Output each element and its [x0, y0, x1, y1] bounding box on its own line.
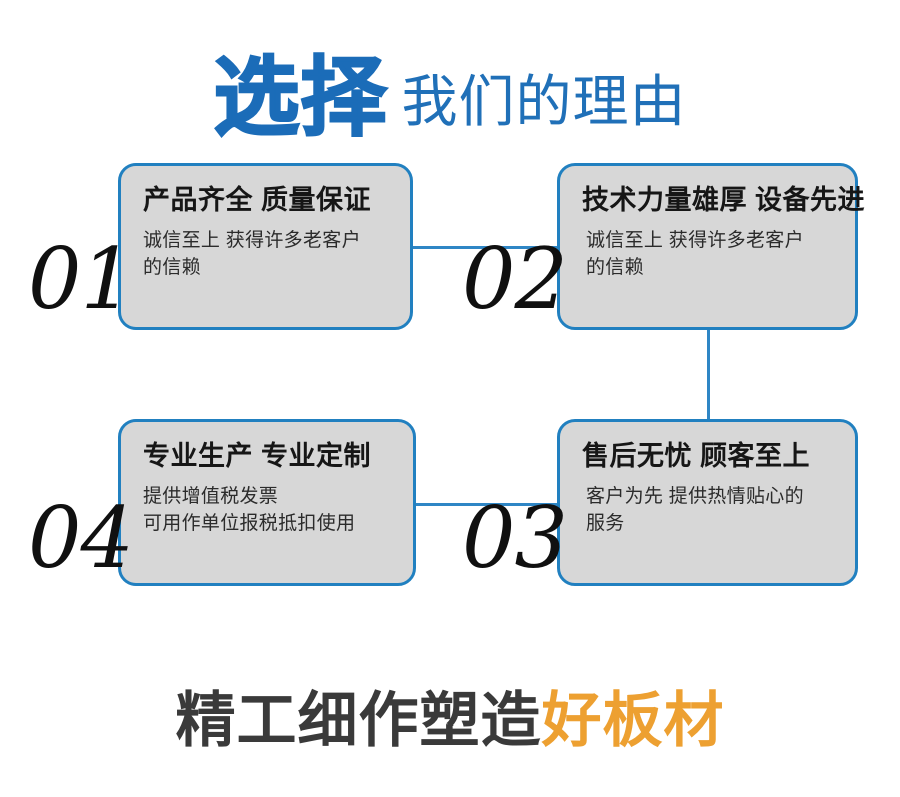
reason-card-01-title: 产品齐全 质量保证: [143, 185, 372, 215]
page-title-light: 我们的理由: [401, 70, 687, 133]
step-number-04: 04: [28, 489, 134, 587]
reason-card-04[interactable]: 专业生产 专业定制 提供增值税发票 可用作单位报税抵扣使用: [118, 419, 416, 586]
step-number-01: 01: [28, 230, 134, 328]
reason-card-02-body: 诚信至上 获得许多老客户 的信赖: [582, 228, 835, 282]
reason-card-03-body: 客户为先 提供热情贴心的 服务: [582, 484, 835, 538]
reason-card-01-body: 诚信至上 获得许多老客户 的信赖: [143, 228, 390, 282]
reason-card-03-body-line1: 客户为先 提供热情贴心的: [586, 485, 804, 507]
connector-02-03: [707, 329, 710, 421]
reason-card-02-body-line1: 诚信至上 获得许多老客户: [586, 229, 804, 251]
footer-tagline: 精工细作塑造好板材: [0, 672, 900, 759]
reason-card-03-body-line2: 服务: [586, 512, 625, 534]
reason-card-04-body-line1: 提供增值税发票: [143, 485, 279, 507]
footer-tagline-accent: 好板材: [541, 687, 725, 754]
reason-card-04-body: 提供增值税发票 可用作单位报税抵扣使用: [143, 484, 393, 538]
page-title-strong: 选择: [212, 49, 388, 146]
reason-card-02[interactable]: 技术力量雄厚 设备先进 诚信至上 获得许多老客户 的信赖: [557, 163, 866, 330]
reason-card-03[interactable]: 售后无忧 顾客至上 客户为先 提供热情贴心的 服务: [557, 419, 858, 586]
page-title: 选择 我们的理由: [0, 24, 900, 142]
reason-card-02-body-line2: 的信赖: [586, 256, 644, 278]
footer-tagline-dark: 精工细作塑造: [175, 687, 542, 754]
step-number-02: 02: [462, 230, 568, 328]
reason-card-01[interactable]: 产品齐全 质量保证 诚信至上 获得许多老客户 的信赖: [118, 163, 413, 330]
reason-card-01-body-line1: 诚信至上 获得许多老客户: [143, 229, 361, 251]
reason-card-04-title: 专业生产 专业定制: [143, 441, 372, 471]
connector-01-02: [410, 246, 560, 249]
reason-card-04-body-line2: 可用作单位报税抵扣使用: [143, 512, 356, 534]
reason-card-02-title: 技术力量雄厚 设备先进: [582, 185, 866, 215]
reason-card-01-body-line2: 的信赖: [143, 256, 201, 278]
reason-card-03-title: 售后无忧 顾客至上: [582, 441, 811, 471]
connector-03-04: [413, 503, 560, 506]
step-number-03: 03: [462, 489, 568, 587]
